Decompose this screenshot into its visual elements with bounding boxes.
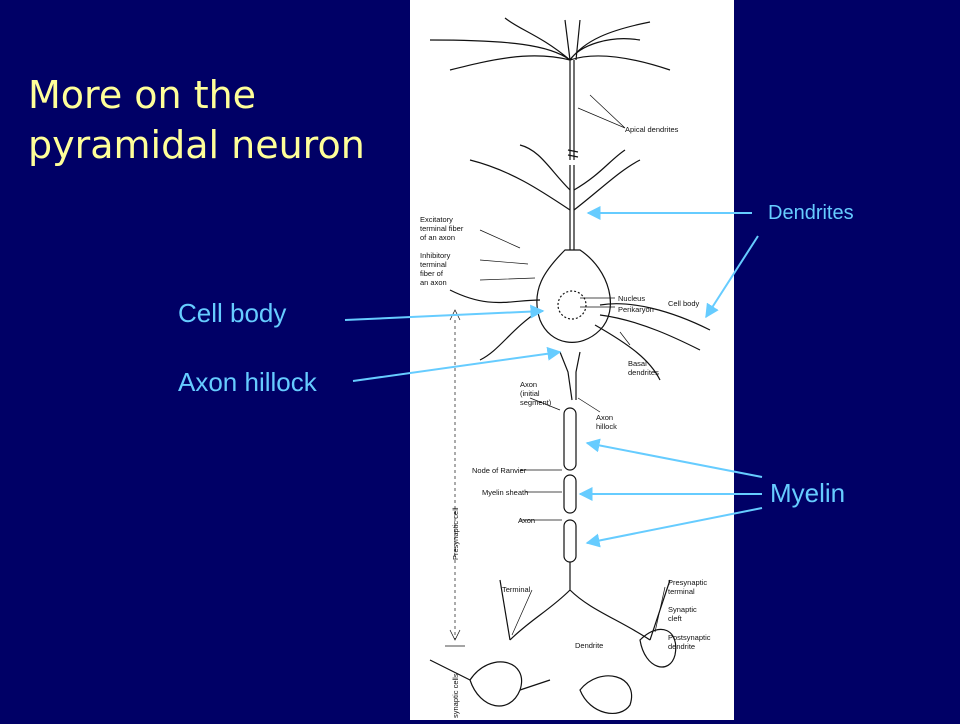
label-myelin-sheath: Myelin sheath — [482, 488, 528, 497]
axon-hillock-arrow — [352, 346, 562, 382]
label-axon-hillock-1: Axon — [596, 413, 613, 422]
neuron-figure: Apical dendrites Excitatory terminal fib… — [420, 17, 711, 718]
myelin-arrow-1 — [585, 438, 763, 478]
callout-dendrites: Dendrites — [768, 202, 854, 224]
label-synaptic-cleft-2: cleft — [668, 614, 683, 623]
label-postsynaptic-dendrite-1: Postsynaptic — [668, 633, 711, 642]
label-axon-initial-2: (initial — [520, 389, 540, 398]
neuron-figure-panel: Apical dendrites Excitatory terminal fib… — [410, 0, 734, 720]
label-dendrite: Dendrite — [575, 641, 603, 650]
label-presynaptic-terminal-2: terminal — [668, 587, 695, 596]
label-inhibitory-2: terminal — [420, 260, 447, 269]
myelin-arrow-3 — [585, 507, 763, 548]
axon — [509, 407, 651, 641]
label-inhibitory-1: Inhibitory — [420, 251, 451, 260]
label-terminal: Terminal — [502, 585, 531, 594]
label-axon: Axon — [518, 516, 535, 525]
label-apical-dendrites: Apical dendrites — [625, 125, 679, 134]
label-basal-2: dendrites — [628, 368, 659, 377]
label-basal-1: Basal — [628, 359, 647, 368]
label-axon-hillock-2: hillock — [596, 422, 617, 431]
label-nucleus: Nucleus — [618, 294, 645, 303]
label-excitatory-3: of an axon — [420, 233, 455, 242]
label-cell-body: Cell body — [668, 299, 700, 308]
label-axon-initial-1: Axon — [520, 380, 537, 389]
label-axon-initial-3: segment) — [520, 398, 552, 407]
slide-title: More on the pyramidal neuron — [28, 70, 365, 170]
label-presynaptic-cell: Presynaptic cell — [451, 507, 460, 560]
soma — [449, 144, 711, 401]
label-excitatory-2: terminal fiber — [420, 224, 464, 233]
callout-axon-hillock: Axon hillock — [178, 367, 317, 397]
label-node-of-ranvier: Node of Ranvier — [472, 466, 527, 475]
apical-dendrites — [429, 17, 671, 160]
cell-body-arrow — [344, 304, 545, 321]
label-perikaryon: Perikaryon — [618, 305, 654, 314]
label-inhibitory-4: an axon — [420, 278, 447, 287]
figure-label-group: Apical dendrites Excitatory terminal fib… — [420, 125, 711, 718]
label-excitatory-1: Excitatory — [420, 215, 453, 224]
dendrites-arrow-2 — [705, 235, 759, 319]
label-postsynaptic-dendrite-2: dendrite — [668, 642, 695, 651]
label-synaptic-cleft-1: Synaptic — [668, 605, 697, 614]
label-presynaptic-terminal-1: Presynaptic — [668, 578, 707, 587]
title-line-2: pyramidal neuron — [28, 123, 365, 167]
callout-cell-body: Cell body — [178, 298, 287, 328]
label-postsynaptic-cells: synaptic cells — [451, 673, 460, 718]
figure-leaders — [445, 94, 666, 647]
title-line-1: More on the — [28, 73, 257, 117]
postsynaptic-cells — [429, 579, 677, 714]
label-inhibitory-3: fiber of — [420, 269, 444, 278]
callout-myelin: Myelin — [770, 478, 846, 508]
